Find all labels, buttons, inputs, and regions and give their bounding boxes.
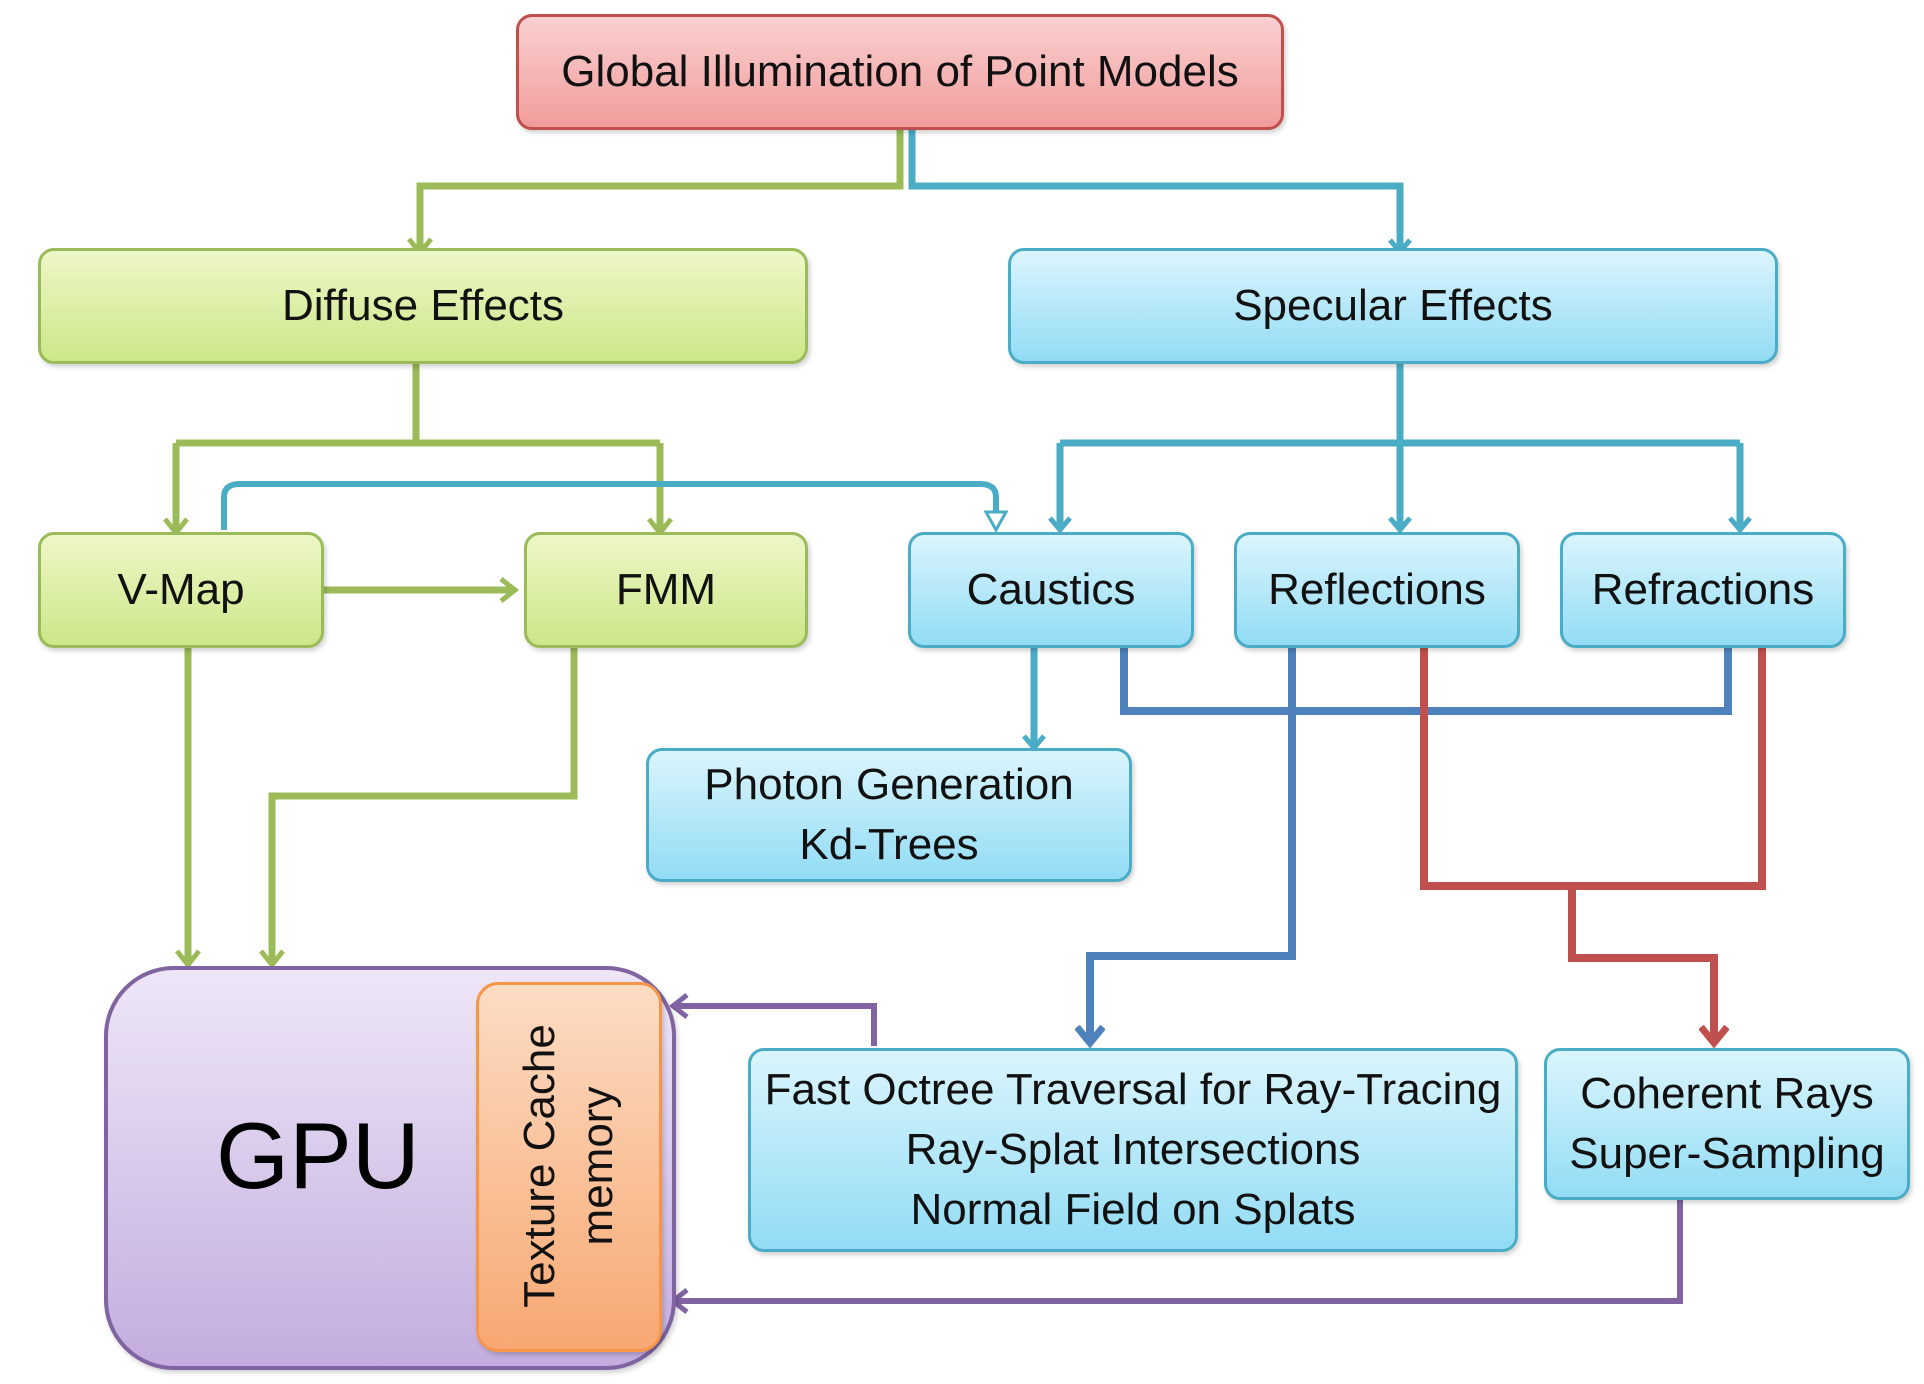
edge-refl-refr-coherent	[1420, 648, 1766, 1040]
fmm-label: FMM	[615, 565, 717, 614]
node-caustics: Caustics	[908, 532, 1194, 648]
edge-root-diffuse	[407, 130, 904, 258]
texture-cache-label: Texture Cache memory	[511, 984, 627, 1348]
node-vmap: V-Map	[38, 532, 324, 648]
diffuse-label: Diffuse Effects	[281, 281, 565, 330]
edge-vmap-caustics	[221, 481, 996, 530]
edge-root-specular	[908, 130, 1412, 256]
texture-line-2: memory	[573, 1086, 622, 1246]
reflections-label: Reflections	[1268, 565, 1486, 614]
node-root: Global Illumination of Point Models	[516, 14, 1284, 130]
node-coherent-rays: Coherent Rays Super-Sampling	[1544, 1048, 1910, 1200]
root-label: Global Illumination of Point Models	[561, 47, 1239, 96]
vmap-label: V-Map	[117, 565, 245, 614]
refractions-label: Refractions	[1591, 565, 1815, 614]
edge-diffuse-vmap-fmm	[176, 364, 660, 447]
octree-line-2: Ray-Splat Intersections	[905, 1125, 1361, 1174]
node-fmm: FMM	[524, 532, 808, 648]
coherent-line-2: Super-Sampling	[1569, 1129, 1885, 1178]
node-texture-cache	[476, 982, 662, 1352]
edge-fmm-gpu	[259, 648, 578, 970]
photon-line-1: Photon Generation	[704, 760, 1074, 809]
photon-line-2: Kd-Trees	[799, 820, 979, 869]
edge-specular-branches	[1060, 364, 1740, 447]
octree-line-1: Fast Octree Traversal for Ray-Tracing	[764, 1065, 1502, 1114]
node-reflections: Reflections	[1234, 532, 1520, 648]
specular-label: Specular Effects	[1233, 281, 1553, 330]
edge-octree-gpu	[668, 993, 877, 1046]
node-diffuse-effects: Diffuse Effects	[38, 248, 808, 364]
octree-line-3: Normal Field on Splats	[910, 1185, 1356, 1234]
caustics-label: Caustics	[966, 565, 1136, 614]
node-specular-effects: Specular Effects	[1008, 248, 1778, 364]
coherent-line-1: Coherent Rays	[1580, 1069, 1874, 1118]
node-photon-generation: Photon Generation Kd-Trees	[646, 748, 1132, 882]
edge-coherent-gpu	[668, 1200, 1683, 1314]
edge-reflections-octree	[1090, 648, 1296, 1040]
texture-line-1: Texture Cache	[515, 1024, 564, 1308]
node-octree-traversal: Fast Octree Traversal for Ray-Tracing Ra…	[748, 1048, 1518, 1252]
node-refractions: Refractions	[1560, 532, 1846, 648]
gpu-label: GPU	[216, 1103, 420, 1208]
